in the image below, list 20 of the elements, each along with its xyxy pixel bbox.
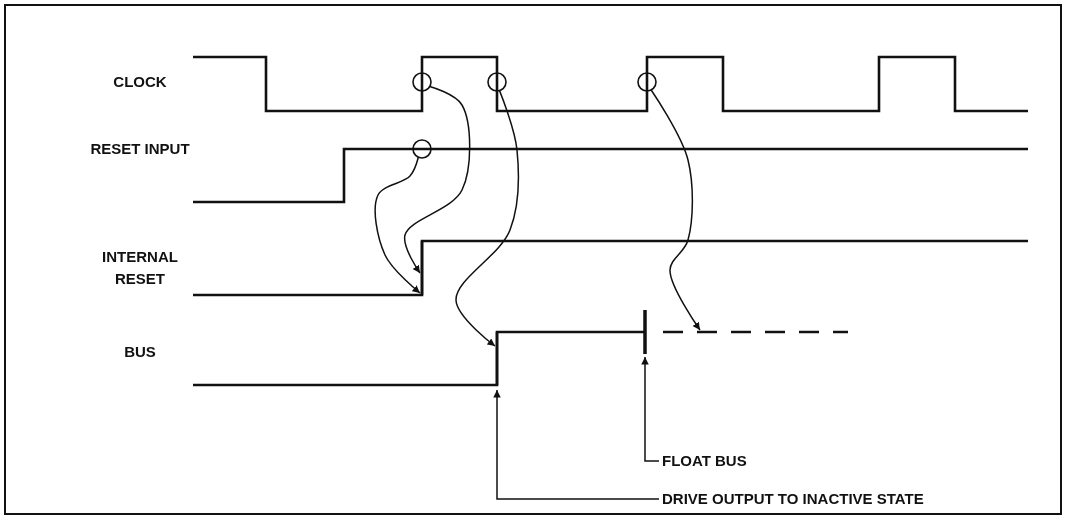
annotation-text: FLOAT BUS	[662, 450, 747, 472]
signal-name: INTERNAL RESET	[101, 247, 179, 289]
edge-marker-circle	[412, 72, 432, 92]
bus-rising-edge	[495, 332, 499, 385]
curved-arrow	[403, 85, 471, 274]
curved-arrow	[374, 156, 421, 294]
signal-name: CLOCK	[112, 72, 168, 92]
edge-marker-circle	[487, 72, 507, 92]
leader-line	[493, 389, 660, 500]
leader-line	[641, 356, 660, 462]
curved-arrow	[650, 89, 701, 331]
edge-marker-circle	[412, 139, 432, 159]
float-bus-mark	[643, 310, 647, 354]
annotation-text: DRIVE OUTPUT TO INACTIVE STATE	[662, 488, 924, 510]
curved-arrow	[455, 89, 520, 347]
floating-bus-line	[663, 330, 848, 334]
signal-name: RESET INPUT	[90, 139, 190, 159]
signal-name: BUS	[123, 342, 157, 362]
internal-reset-rising-edge	[420, 241, 424, 295]
edge-marker-circle	[637, 72, 657, 92]
